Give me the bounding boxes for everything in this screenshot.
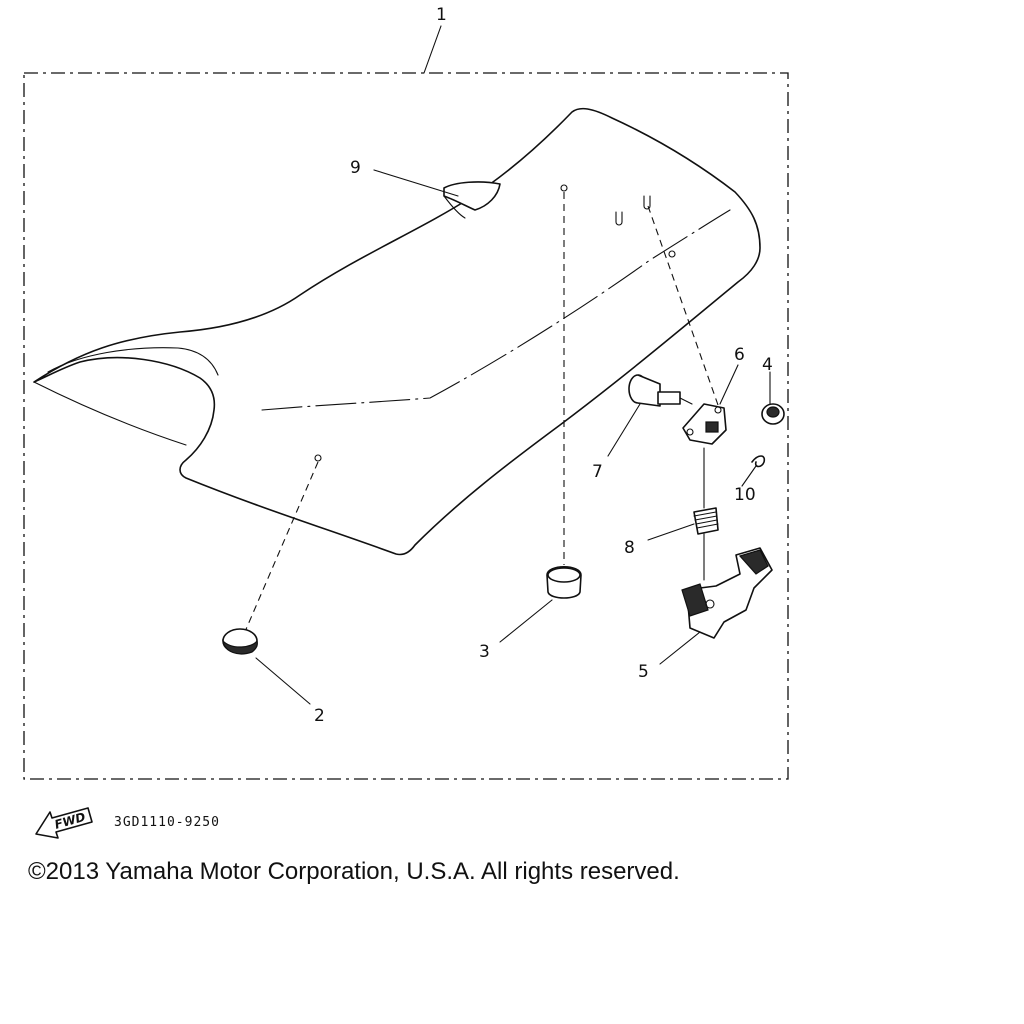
leader-line-9 — [373, 169, 459, 197]
leader-line-5 — [659, 631, 701, 665]
callout-7: 7 — [592, 462, 603, 482]
seat-body — [33, 107, 761, 556]
part-3-damper — [546, 565, 582, 599]
callout-4: 4 — [762, 355, 773, 375]
part-5-seat-lock — [681, 547, 773, 639]
part-7-bolt — [628, 374, 693, 407]
drawing-code: 3GD1110-9250 — [114, 815, 220, 830]
leader-line-2 — [255, 657, 311, 705]
callout-3: 3 — [479, 642, 490, 662]
leader-line-10 — [741, 465, 757, 487]
leader-line-8 — [647, 523, 695, 541]
part-6-bracket — [682, 403, 727, 445]
assembly-line-6 — [647, 205, 719, 406]
part-8-spring — [693, 447, 719, 581]
callout-6: 6 — [734, 345, 745, 365]
leader-line-7 — [607, 403, 641, 457]
leader-line-1 — [423, 25, 442, 74]
callout-1: 1 — [436, 5, 447, 25]
part-10-clip — [751, 455, 766, 468]
callout-8: 8 — [624, 538, 635, 558]
callout-5: 5 — [638, 662, 649, 682]
part-4-nut — [761, 403, 785, 425]
part-2-damper — [222, 628, 258, 655]
leader-line-3 — [499, 599, 553, 643]
callout-9: 9 — [350, 158, 361, 178]
assembly-line-2 — [243, 461, 319, 635]
callout-10: 10 — [734, 485, 756, 505]
copyright-notice: ©2013 Yamaha Motor Corporation, U.S.A. A… — [28, 858, 680, 885]
callout-2: 2 — [314, 706, 325, 726]
leader-line-6 — [719, 364, 739, 405]
fwd-arrow-icon: FWD — [35, 807, 93, 839]
assembly-boundary-box — [23, 72, 789, 780]
